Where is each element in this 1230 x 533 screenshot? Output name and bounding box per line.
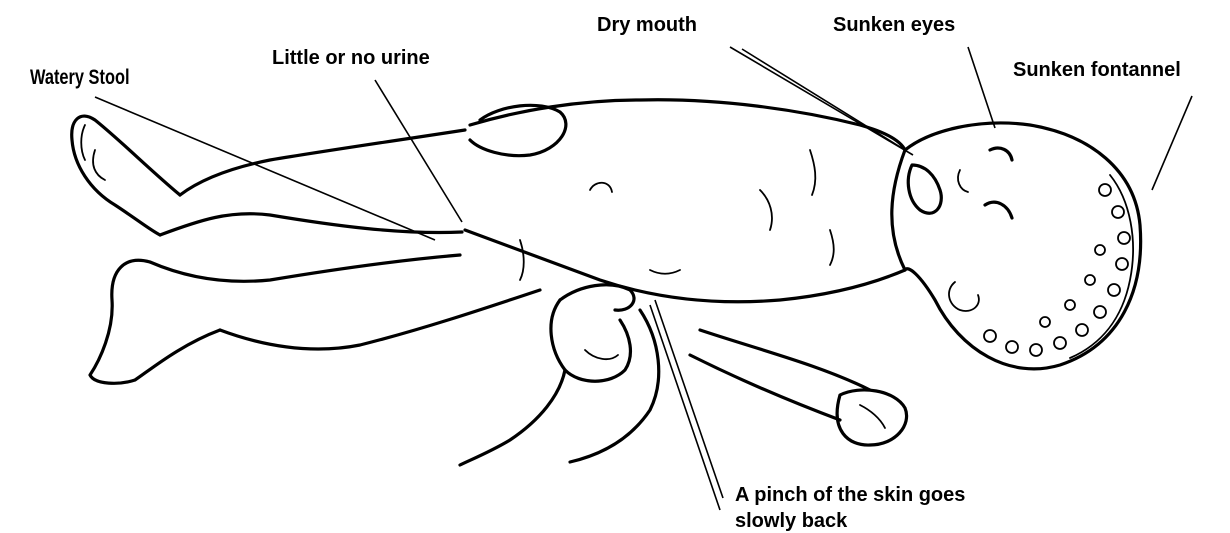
foot-icon bbox=[72, 116, 180, 235]
label-dry-mouth: Dry mouth bbox=[597, 13, 697, 37]
label-skin-pinch: A pinch of the skin goes slowly back bbox=[735, 482, 965, 533]
pointer-watery-stool bbox=[95, 97, 435, 240]
infant-head bbox=[905, 123, 1141, 369]
fist-icon bbox=[837, 390, 906, 445]
adult-hand-pinching bbox=[460, 285, 659, 465]
label-watery-stool: Watery Stool bbox=[30, 66, 130, 90]
eye-upper-icon bbox=[990, 148, 1012, 160]
pointer-little-urine bbox=[375, 80, 462, 222]
pointer-lines bbox=[95, 47, 1192, 510]
infant-torso bbox=[465, 100, 905, 302]
ear-icon bbox=[949, 282, 979, 311]
infant-upper-leg bbox=[72, 116, 465, 235]
pointer-skin-pinch bbox=[655, 300, 723, 498]
infant-lower-leg bbox=[90, 255, 540, 383]
belly-skin-folds bbox=[520, 150, 834, 280]
label-sunken-fontannel: Sunken fontannel bbox=[1013, 58, 1181, 82]
label-sunken-eyes: Sunken eyes bbox=[833, 13, 955, 37]
label-skin-pinch-line1: A pinch of the skin goes bbox=[735, 482, 965, 508]
mouth-icon bbox=[908, 165, 941, 213]
pointer-sunken-fontannel bbox=[1152, 96, 1192, 190]
label-little-or-no-urine: Little or no urine bbox=[272, 46, 430, 70]
pointer-sunken-eyes bbox=[968, 47, 995, 128]
infant-lower-arm bbox=[690, 330, 907, 445]
label-skin-pinch-line2: slowly back bbox=[735, 508, 965, 533]
eye-lower-icon bbox=[985, 202, 1012, 218]
nose-icon bbox=[958, 170, 968, 192]
